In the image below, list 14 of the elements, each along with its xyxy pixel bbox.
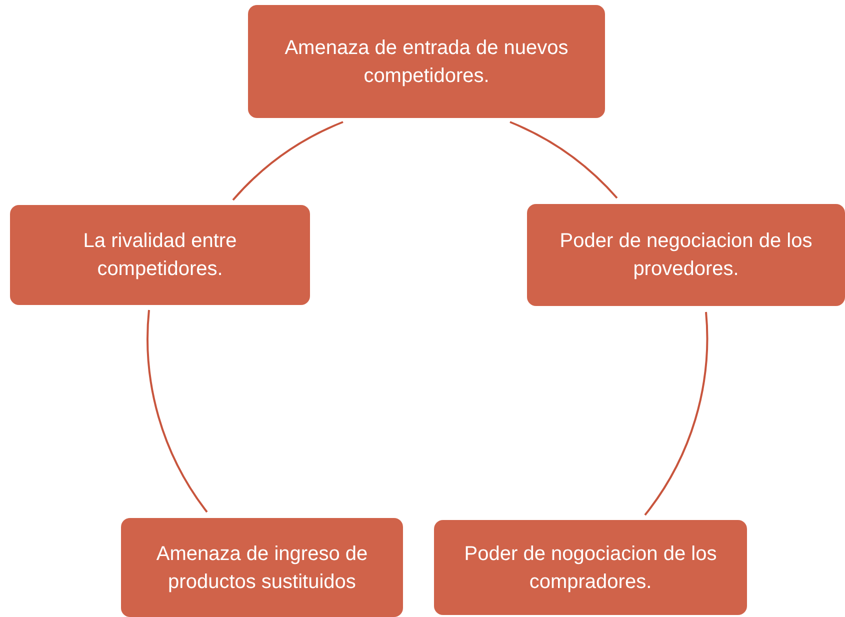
box-label: Amenaza de entrada de nuevos competidores. (284, 36, 570, 88)
connector-arc (146, 310, 208, 513)
connector-arc (232, 121, 344, 201)
rounded-box (248, 5, 605, 118)
connector-arc (644, 312, 708, 516)
rounded-box (434, 520, 747, 615)
box-label: La rivalidad entre competidores. (82, 229, 238, 282)
rounded-box (121, 518, 403, 617)
connector-arc (510, 121, 618, 199)
box-label: Poder de negociacion de los provedores. (558, 229, 814, 282)
rounded-box (527, 204, 845, 306)
box-label: Poder de nogociacion de los compradores. (463, 542, 718, 594)
rounded-box (10, 205, 310, 305)
box-label: Amenaza de ingreso de productos sustituidos (155, 542, 369, 594)
